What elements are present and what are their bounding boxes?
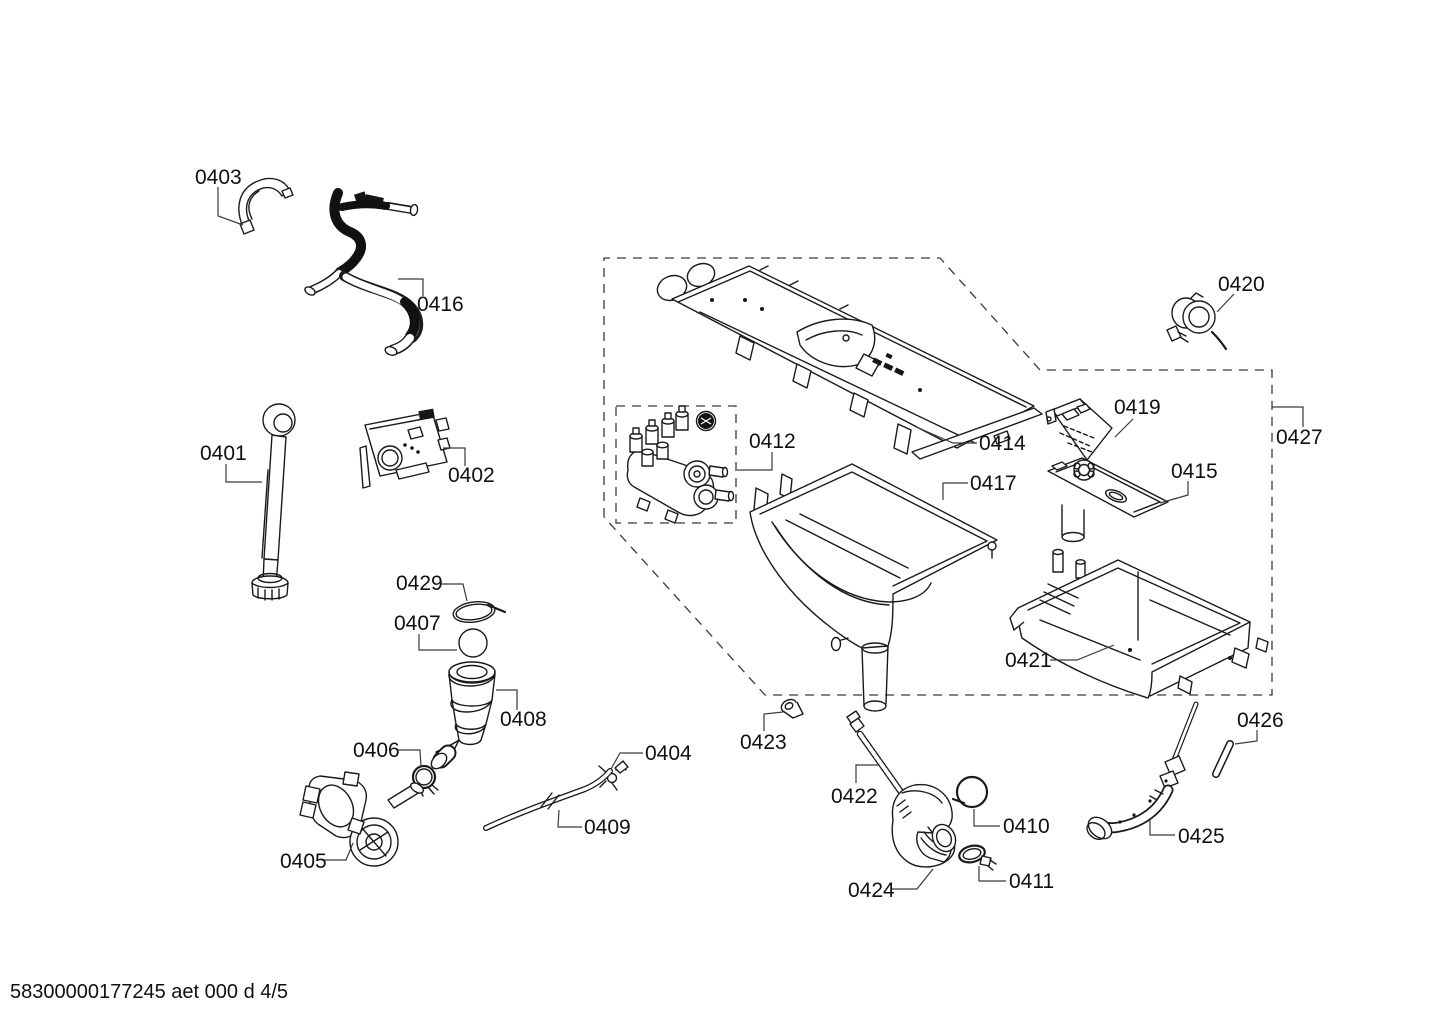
part-label-0403: 0403	[195, 166, 242, 189]
part-label-0425: 0425	[1178, 825, 1225, 848]
part-label-0408: 0408	[500, 708, 547, 731]
part-0406-drawing	[411, 764, 439, 797]
part-label-0414: 0414	[979, 432, 1026, 455]
part-label-0416: 0416	[417, 293, 464, 316]
assembly-boundary-0412	[615, 405, 737, 524]
part-label-0402: 0402	[448, 464, 495, 487]
part-label-0420: 0420	[1218, 273, 1265, 296]
part-label-0429: 0429	[396, 572, 443, 595]
part-label-0415: 0415	[1171, 460, 1218, 483]
part-0407-drawing	[458, 628, 488, 658]
part-label-0426: 0426	[1237, 709, 1284, 732]
part-0412-drawing	[626, 405, 735, 524]
part-0417-drawing	[749, 463, 998, 712]
part-0410-drawing	[951, 775, 989, 809]
part-0426-drawing	[1212, 740, 1234, 778]
part-0419-drawing	[1045, 398, 1113, 461]
part-label-0412: 0412	[749, 430, 796, 453]
part-0414-drawing	[656, 262, 1043, 460]
part-label-0406: 0406	[353, 739, 400, 762]
part-label-0419: 0419	[1114, 396, 1161, 419]
part-label-0427: 0427	[1276, 426, 1323, 449]
part-0415-drawing	[1047, 457, 1169, 543]
part-0425-drawing	[1086, 701, 1199, 840]
part-0429-drawing	[452, 600, 507, 624]
part-0421-drawing	[1009, 548, 1269, 699]
part-0409-drawing	[483, 768, 613, 831]
part-0420-drawing	[1166, 292, 1228, 351]
part-label-0411: 0411	[1009, 870, 1054, 893]
part-0411-drawing	[958, 844, 997, 871]
part-label-0417: 0417	[970, 472, 1017, 495]
part-0402-drawing	[359, 408, 451, 489]
part-0422-drawing	[846, 710, 910, 803]
part-label-0422: 0422	[831, 785, 878, 808]
part-0424-drawing	[891, 783, 957, 868]
part-label-0404: 0404	[645, 742, 692, 765]
part-label-0409: 0409	[584, 816, 631, 839]
part-label-0407: 0407	[394, 612, 441, 635]
part-label-0423: 0423	[740, 731, 787, 754]
part-0401-drawing	[251, 403, 296, 601]
part-label-0410: 0410	[1003, 815, 1050, 838]
part-label-0424: 0424	[848, 879, 895, 902]
part-label-0421: 0421	[1005, 649, 1052, 672]
part-label-0401: 0401	[200, 442, 247, 465]
part-0403-drawing	[238, 177, 294, 235]
part-label-0405: 0405	[280, 850, 327, 873]
document-code: 58300000177245 aet 000 d 4/5	[10, 981, 288, 1003]
part-0408-drawing	[430, 661, 496, 770]
part-0423-drawing	[780, 698, 804, 719]
part-0416-drawing	[304, 188, 424, 356]
part-labels: 0403 0416 0401 0402 0429 0407 0408 0406 …	[195, 166, 1323, 902]
leader-lines	[217, 187, 1304, 890]
part-0405-drawing	[299, 771, 425, 867]
